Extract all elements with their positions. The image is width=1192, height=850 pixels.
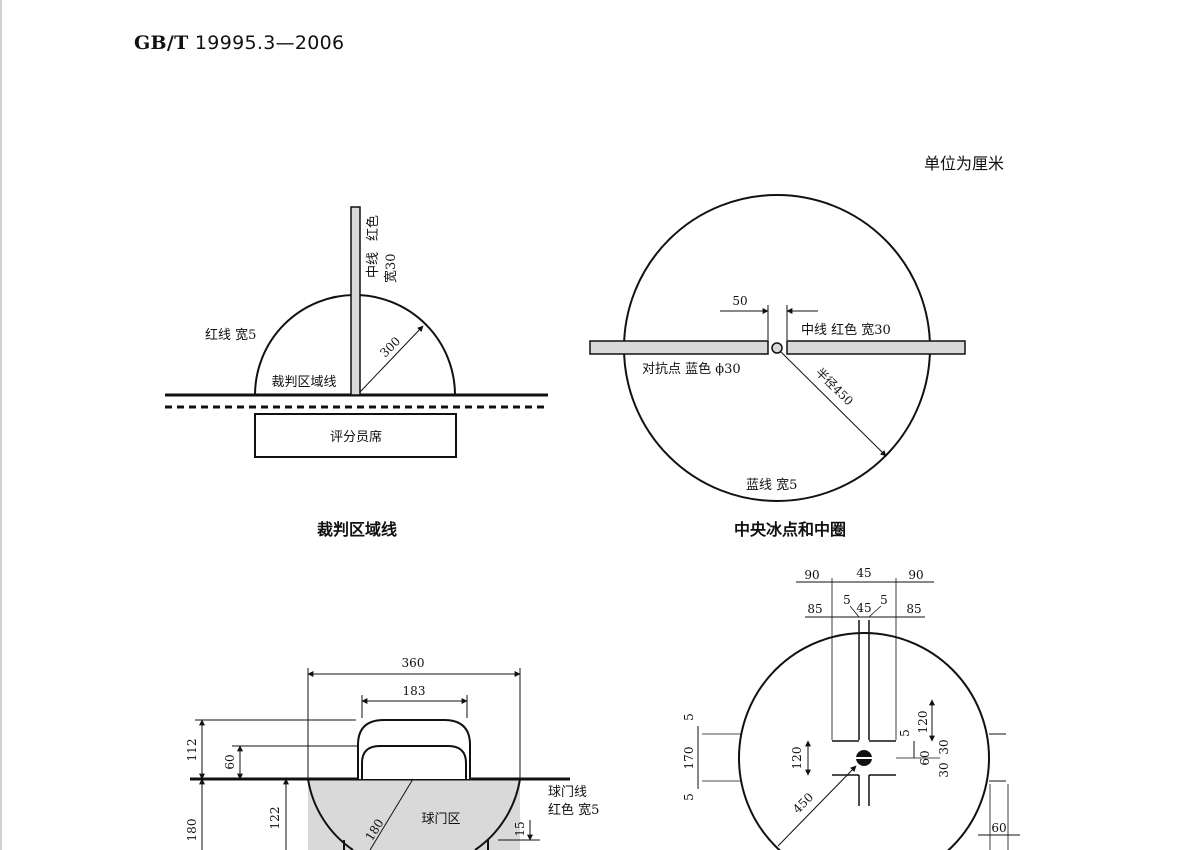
row2-5-left-leader — [849, 605, 860, 618]
inner-120-right: 120 — [916, 711, 930, 734]
dim-180-left-label: 180 — [185, 819, 199, 842]
dim-112-label: 112 — [185, 739, 199, 762]
inner-60: 60 — [918, 750, 932, 765]
goal-line-label: 球门线 — [548, 785, 587, 800]
right-60: 60 — [991, 821, 1006, 835]
dim-60-label: 60 — [223, 754, 237, 769]
inner-5: 5 — [898, 729, 912, 737]
top-90-right: 90 — [908, 568, 923, 582]
center-line-label-1: 中线 — [366, 252, 381, 278]
center-line-color-label: 红色 — [365, 215, 381, 241]
center-figure-caption: 中央冰点和中圈 — [734, 520, 846, 539]
radius-450-leader — [777, 765, 857, 847]
referee-area-label: 裁判区域线 — [271, 374, 336, 390]
goal-frame-outer — [357, 719, 471, 779]
dim-122-label: 122 — [268, 807, 282, 830]
radius-450-faceoff: 450 — [790, 790, 816, 816]
figure-referee-area: 300 评分员席 裁判区域线 红线 宽5 中线 宽30 红色 裁判区域线 — [165, 206, 548, 539]
top-45: 45 — [856, 566, 871, 580]
dim-15-label: 15 — [513, 821, 527, 836]
row2-85-right: 85 — [906, 602, 921, 616]
scorekeeper-bench — [254, 413, 457, 458]
goal-line-desc: 红色 宽5 — [548, 802, 599, 818]
center-red-line-bar — [350, 206, 361, 396]
goal-crease-arc-right — [474, 778, 521, 850]
center-line-label-2: 宽30 — [383, 253, 399, 283]
left-5-bottom: 5 — [682, 793, 696, 801]
top-90-left: 90 — [804, 568, 819, 582]
dim-360-label: 360 — [402, 656, 425, 670]
inner-120-left: 120 — [790, 747, 804, 770]
figure-goal-crease: 360 183 112 60 122 180 180 球门区 球门线 红色 宽5… — [185, 656, 599, 850]
center-line-right — [786, 340, 966, 355]
unit-note: 单位为厘米 — [924, 154, 1005, 173]
center-line-left — [589, 340, 769, 355]
inner-30-top: 30 — [937, 739, 951, 754]
dim-50-label: 50 — [732, 294, 747, 308]
referee-figure-caption: 裁判区域线 — [317, 520, 397, 539]
row2-5-right: 5 — [880, 593, 888, 607]
faceoff-circle — [738, 632, 990, 850]
left-170: 170 — [682, 747, 696, 770]
inner-30-bottom: 30 — [937, 762, 951, 777]
radius-450-label: 半径450 — [813, 365, 856, 408]
standard-code: GB/T 19995.3—2006 — [134, 32, 344, 54]
figure-center-circle: 50 中线 红色 宽30 对抗点 蓝色 ϕ30 半径450 蓝线 宽5 中央冰点… — [589, 194, 966, 539]
row2-5-left: 5 — [843, 593, 851, 607]
scorekeeper-bench-label: 评分员席 — [330, 429, 382, 445]
dim-183-label: 183 — [403, 684, 426, 698]
goal-crease-label: 球门区 — [421, 812, 460, 827]
row2-5-right-leader — [868, 605, 882, 618]
standard-number: 19995.3—2006 — [194, 32, 345, 54]
blue-line-label: 蓝线 宽5 — [746, 477, 797, 493]
row2-85-left: 85 — [807, 602, 822, 616]
goal-crease-fill — [308, 779, 520, 850]
goal-crease-arc-left — [307, 778, 354, 850]
faceoff-spot-label: 对抗点 蓝色 ϕ30 — [642, 361, 741, 377]
radius-180-line — [369, 778, 414, 850]
radius-450-arrow — [780, 351, 887, 457]
standard-prefix: GB/T — [134, 32, 189, 54]
goal-frame-inner — [361, 745, 467, 779]
center-faceoff-spot — [771, 342, 783, 354]
red-line-label: 红线 宽5 — [205, 327, 256, 343]
page-left-border — [0, 0, 2, 850]
row2-45: 45 — [856, 601, 871, 615]
figure-faceoff-circle: 90 45 90 85 5 45 5 85 5 170 5 120 120 5 … — [682, 566, 1020, 850]
left-5-top: 5 — [682, 713, 696, 721]
radius-300-arrow — [359, 325, 424, 393]
center-line-label: 中线 红色 宽30 — [801, 322, 891, 338]
radius-300-label: 300 — [377, 334, 403, 360]
